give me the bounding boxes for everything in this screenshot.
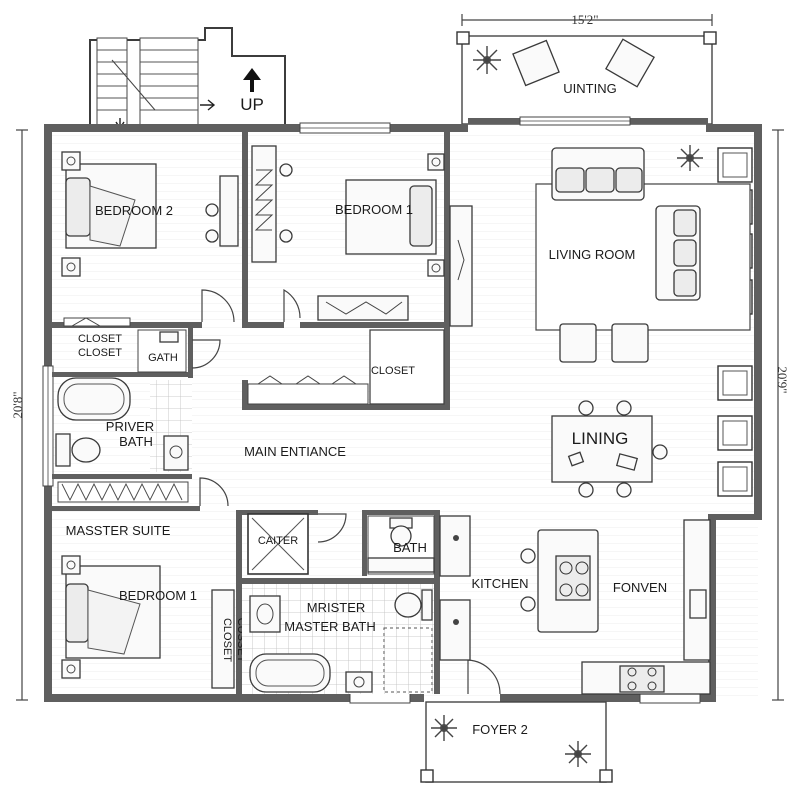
main-entrance-label: MAIN ENTIANCE [244, 444, 346, 459]
staircase [89, 27, 286, 131]
caiter-room [247, 513, 309, 575]
closet-center-label: CLOSET [371, 365, 415, 377]
dimension-top: 15'2" [461, 12, 713, 27]
bedroom-1-upper-label: BEDROOM 1 [335, 202, 413, 217]
dimension-right: 20'9" [772, 129, 790, 701]
dimension-left-label: 20'8" [10, 391, 25, 418]
fonven-label: FONVEN [613, 580, 667, 595]
interior-walls [52, 132, 450, 694]
bath-small-label: BATH [393, 540, 427, 555]
privet-bath-label-b: BATH [119, 434, 153, 449]
upper-deck [456, 31, 717, 125]
upper-deck-label: UINTING [563, 81, 616, 96]
bedroom-1-lower [61, 555, 235, 689]
master-bath [242, 584, 434, 694]
bedroom-1-upper [251, 145, 445, 321]
living-room [449, 147, 751, 363]
dimension-left: 20'8" [10, 129, 28, 701]
bedroom-2-label: BEDROOM 2 [95, 203, 173, 218]
privet-bath-label-a: PRIVER [106, 419, 154, 434]
kitchen [439, 515, 711, 695]
master-suite-label: MASSTER SUITE [66, 523, 171, 538]
gath-label: GATH [148, 352, 178, 364]
closet-left-label-a: CLOSET [78, 333, 122, 345]
small-bath [367, 515, 435, 575]
master-bath-label-b: MASTER BATH [284, 619, 376, 634]
flower-icon [565, 741, 591, 767]
up-arrow-icon [243, 68, 261, 92]
center-closet [247, 329, 445, 405]
bedroom-1-lower-label: BEDROOM 1 [119, 588, 197, 603]
dimension-right-label: 20'9" [775, 366, 790, 393]
closet-vertical-label-a: CLOSET [221, 618, 233, 662]
master-bath-label-a: MRISTER [307, 600, 366, 615]
flower-icon [473, 46, 501, 74]
dimension-top-label: 15'2" [571, 12, 598, 27]
bedroom-2 [61, 151, 239, 277]
living-room-label: LIVING ROOM [549, 247, 636, 262]
gath-room [137, 329, 187, 373]
up-label: UP [240, 95, 264, 114]
caiter-label: CAITER [258, 535, 298, 547]
dining-label: LINING [572, 429, 629, 448]
flower-icon [677, 145, 703, 171]
closet-left-label-b: CLOSET [78, 347, 122, 359]
flower-icon [431, 715, 457, 741]
wardrobe [57, 481, 189, 503]
foyer-label: FOYER 2 [472, 722, 528, 737]
left-closet [63, 317, 131, 327]
dining [551, 400, 668, 498]
windows [42, 116, 701, 704]
kitchen-label: KITCHEN [471, 576, 528, 591]
privet-bath [55, 377, 192, 472]
foyer [420, 701, 613, 783]
